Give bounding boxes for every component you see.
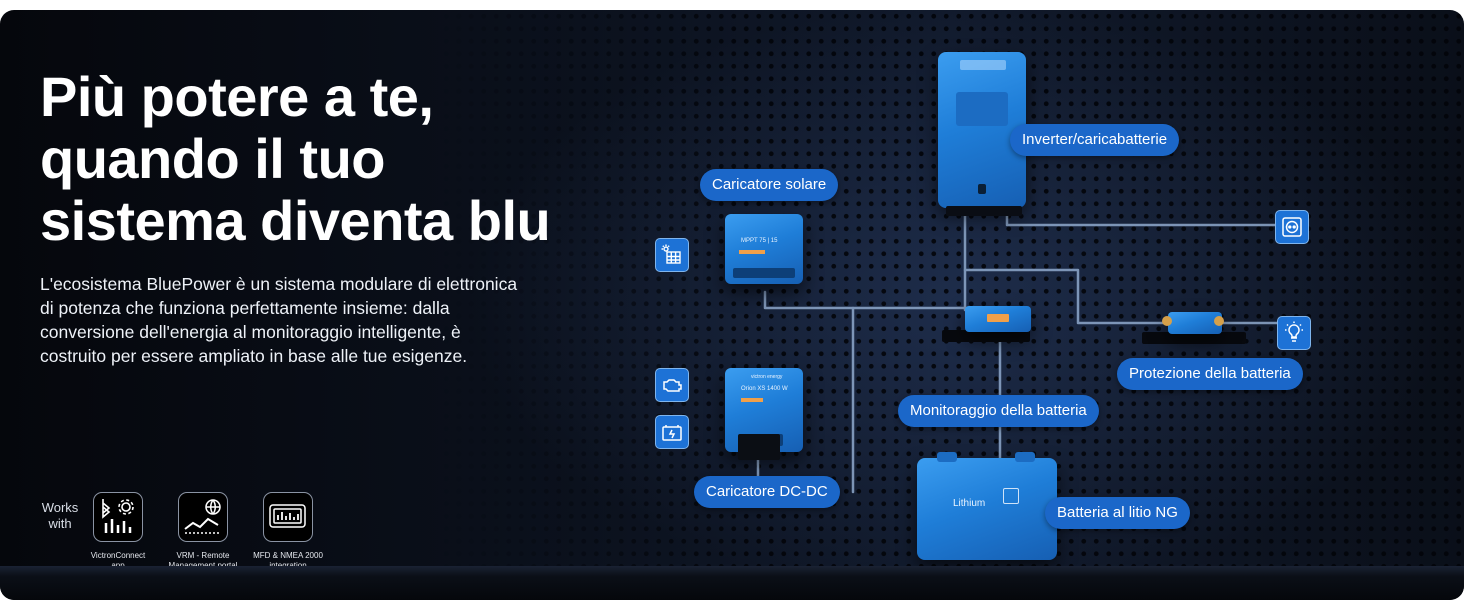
battery-model-label: Lithium <box>953 498 986 509</box>
works-with-line: with <box>48 516 72 531</box>
title-line: sistema diventa blu <box>40 189 551 252</box>
battery-monitor-bracket <box>942 330 1030 342</box>
victronconnect-app-label: VictronConnect app <box>68 551 168 571</box>
label-lithium-battery: Batteria al litio NG <box>1045 497 1190 529</box>
app-label-line: app <box>111 561 124 570</box>
app-label-line: integration <box>269 561 306 570</box>
inverter-bracket <box>946 206 1022 216</box>
battery-monitor-device <box>965 306 1031 332</box>
floor-shelf <box>0 566 1464 600</box>
works-with-line: Works <box>41 500 79 515</box>
page-title: Più potere a te, quando il tuo sistema d… <box>40 66 600 252</box>
label-dcdc-charger: Caricatore DC-DC <box>694 476 840 508</box>
app-label-line: VRM - Remote <box>176 551 230 560</box>
dcdc-terminal-cover <box>738 434 780 460</box>
brand-label: victron energy <box>751 374 783 380</box>
inverter-charger-device <box>938 52 1026 208</box>
solar-charger-device: MPPT 75 | 15 <box>725 214 803 284</box>
lithium-battery-device: Lithium <box>917 452 1057 560</box>
label-solar-charger: Caricatore solare <box>700 169 839 201</box>
vrm-portal-label: VRM - Remote Management portal <box>153 551 253 571</box>
battery-protect-bracket <box>1142 332 1246 344</box>
intro-line: di potenza che funziona perfettamente in… <box>40 298 450 318</box>
battery-protect-device <box>1162 312 1224 334</box>
title-line: quando il tuo <box>40 127 385 190</box>
mfd-nmea-display-icon <box>263 492 313 542</box>
intro-line: costruito per essere ampliato in base al… <box>40 346 468 366</box>
hero-banner: MPPT 75 | 15 victron energy Orion XS 140… <box>0 10 1464 600</box>
mfd-nmea-label: MFD & NMEA 2000 integration <box>238 551 338 571</box>
label-inverter-charger: Inverter/caricabatterie <box>1010 124 1180 156</box>
works-with-label: Works with <box>38 500 82 532</box>
vrm-portal-icon <box>178 492 228 542</box>
intro-line: L'ecosistema BluePower è un sistema modu… <box>40 274 518 294</box>
intro-line: conversione dell'energia al monitoraggio… <box>40 322 461 342</box>
app-label-line: Management portal <box>169 561 238 570</box>
dcdc-charger-model: Orion XS 1400 W <box>741 386 788 392</box>
victronconnect-app-icon <box>93 492 143 542</box>
solar-charger-model: MPPT 75 | 15 <box>741 238 778 244</box>
label-battery-protect: Protezione della batteria <box>1117 358 1303 390</box>
intro-paragraph: L'ecosistema BluePower è un sistema modu… <box>40 272 570 368</box>
solar-panel-icon <box>655 238 689 272</box>
light-bulb-icon <box>1277 316 1311 350</box>
power-socket-icon <box>1275 210 1309 244</box>
app-label-line: MFD & NMEA 2000 <box>253 551 323 560</box>
title-line: Più potere a te, <box>40 65 434 128</box>
label-battery-monitor: Monitoraggio della batteria <box>898 395 1099 427</box>
battery-icon <box>655 415 689 449</box>
app-label-line: VictronConnect <box>90 551 146 560</box>
engine-icon <box>655 368 689 402</box>
